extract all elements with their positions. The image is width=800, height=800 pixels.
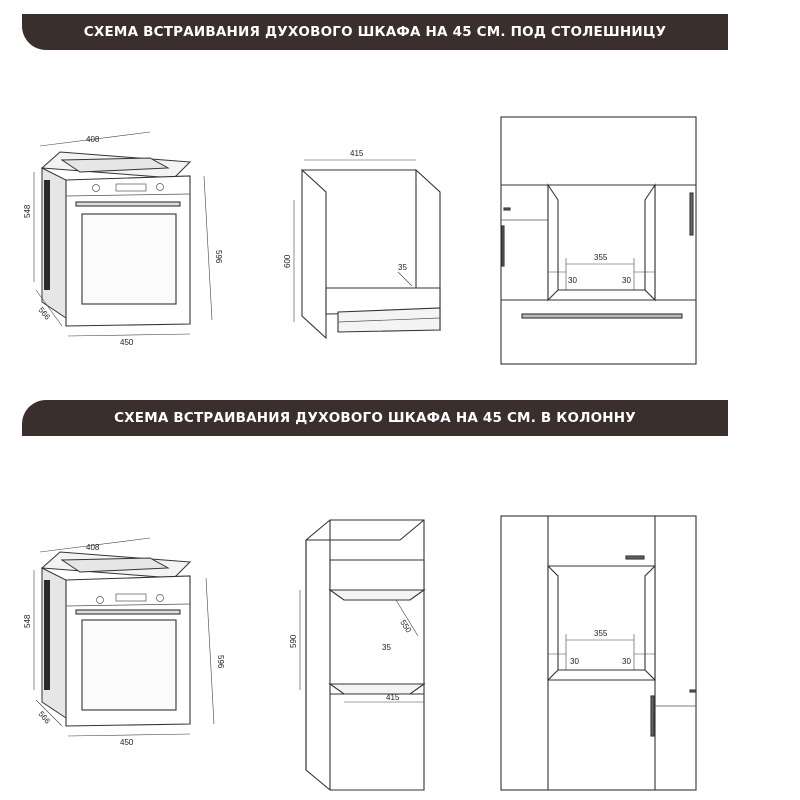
dim-oven-depth: 408	[86, 135, 100, 144]
dim-column-height: 590	[289, 634, 298, 648]
dim-inner-width-b: 355	[594, 629, 608, 638]
dim-left-gap-b: 30	[570, 657, 579, 666]
section-title-countertop: СХЕМА ВСТРАИВАНИЯ ДУХОВОГО ШКАФА НА 45 С…	[22, 14, 728, 50]
dim-oven-width: 450	[120, 338, 134, 347]
dim-oven-height-right: 596	[214, 250, 223, 264]
dim-oven-base-depth: 566	[36, 306, 52, 322]
dim-niche-height: 600	[283, 254, 292, 268]
dim-niche-gap: 35	[398, 263, 407, 272]
oven-drawing-bottom	[33, 537, 215, 737]
dim-left-gap: 30	[568, 276, 577, 285]
dim-right-gap-b: 30	[622, 657, 631, 666]
kitchen-front-view-bottom	[500, 515, 697, 791]
dim-niche-width: 415	[350, 149, 364, 158]
dim-oven-height-right-b: 596	[216, 655, 225, 669]
section-title-column: СХЕМА ВСТРАИВАНИЯ ДУХОВОГО ШКАФА НА 45 С…	[22, 400, 728, 436]
dim-oven-depth-b: 408	[86, 543, 100, 552]
kitchen-front-view-top	[500, 116, 697, 365]
dim-oven-height-left: 548	[23, 204, 32, 218]
column-cabinet	[299, 519, 426, 791]
oven-drawing-top	[33, 131, 213, 337]
dim-oven-height-left-b: 548	[23, 614, 32, 628]
dim-right-gap: 30	[622, 276, 631, 285]
niche-cabinet-top	[293, 159, 441, 340]
dim-oven-base-depth-b: 566	[36, 710, 52, 726]
dim-inner-width: 355	[594, 253, 608, 262]
dim-column-gap: 35	[382, 643, 391, 652]
dim-column-width: 415	[386, 693, 400, 702]
dim-oven-width-b: 450	[120, 738, 134, 747]
